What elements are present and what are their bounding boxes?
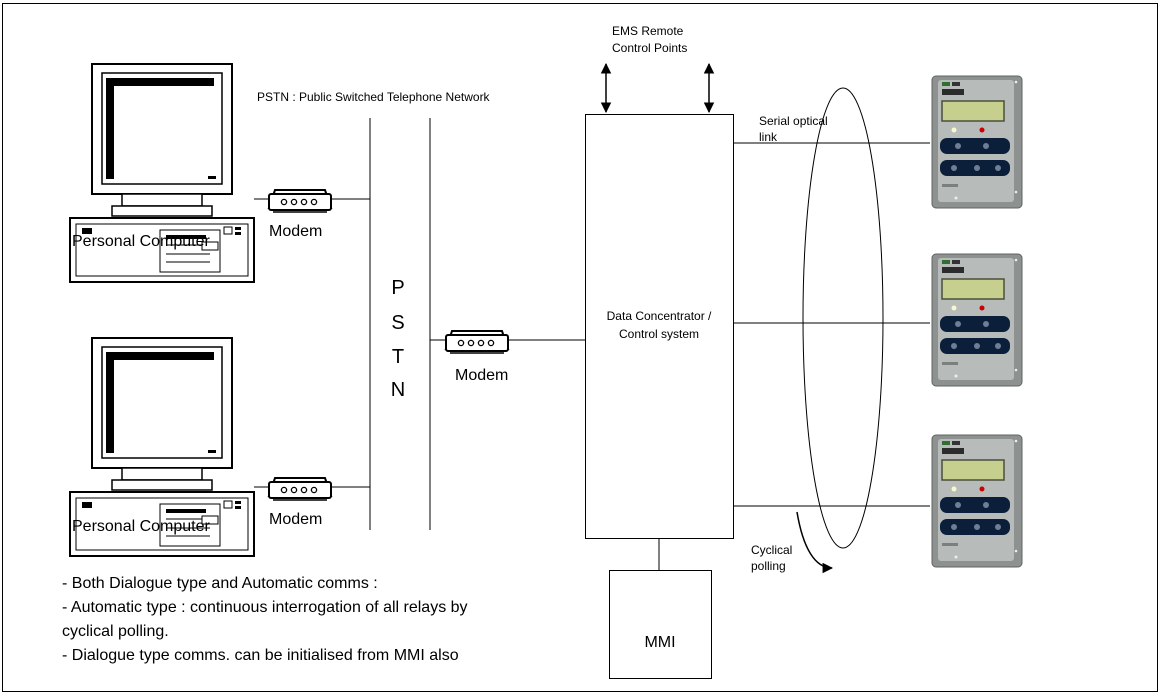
modem-icon [268, 189, 332, 213]
relay-device-icon [931, 253, 1023, 387]
modem-label-top: Modem [269, 223, 322, 240]
data-concentrator-box [585, 114, 734, 539]
relay-device-icon [931, 434, 1023, 568]
modem-icon [445, 330, 509, 354]
serial-link-label-line2: link [759, 130, 778, 144]
concentrator-label-line1: Data Concentrator / [607, 309, 712, 323]
serial-link-label-line1: Serial optical [759, 114, 828, 128]
modem-icon [268, 477, 332, 501]
outer-border [2, 3, 1158, 692]
mmi-box [609, 570, 712, 679]
modem-label-middle: Modem [455, 367, 508, 384]
cyclical-label-line2: polling [751, 559, 786, 573]
pc-label-top: Personal Computer [72, 233, 211, 250]
pc-label-bottom: Personal Computer [72, 518, 211, 535]
modem-label-bottom: Modem [269, 511, 322, 528]
concentrator-label-line2: Control system [619, 327, 699, 341]
note-line-2: - Automatic type : continuous interrogat… [62, 599, 468, 616]
note-line-3: cyclical polling. [62, 623, 169, 640]
pstn-letter-t: T [392, 346, 404, 368]
ems-label-line2: Control Points [612, 41, 687, 55]
curved-arrow-icon [796, 511, 834, 574]
relay-device-icon [931, 75, 1023, 209]
mmi-label: MMI [644, 634, 675, 651]
note-line-1: - Both Dialogue type and Automatic comms… [62, 575, 378, 592]
ems-label-line1: EMS Remote [612, 24, 684, 38]
pstn-letter-n: N [391, 379, 405, 401]
note-line-4: - Dialogue type comms. can be initialise… [62, 647, 459, 664]
pstn-letter-s: S [391, 312, 404, 334]
polling-loop [802, 87, 884, 549]
pstn-caption: PSTN : Public Switched Telephone Network [257, 90, 491, 104]
cyclical-label-line1: Cyclical [751, 543, 792, 557]
pstn-letter-p: P [391, 277, 404, 299]
